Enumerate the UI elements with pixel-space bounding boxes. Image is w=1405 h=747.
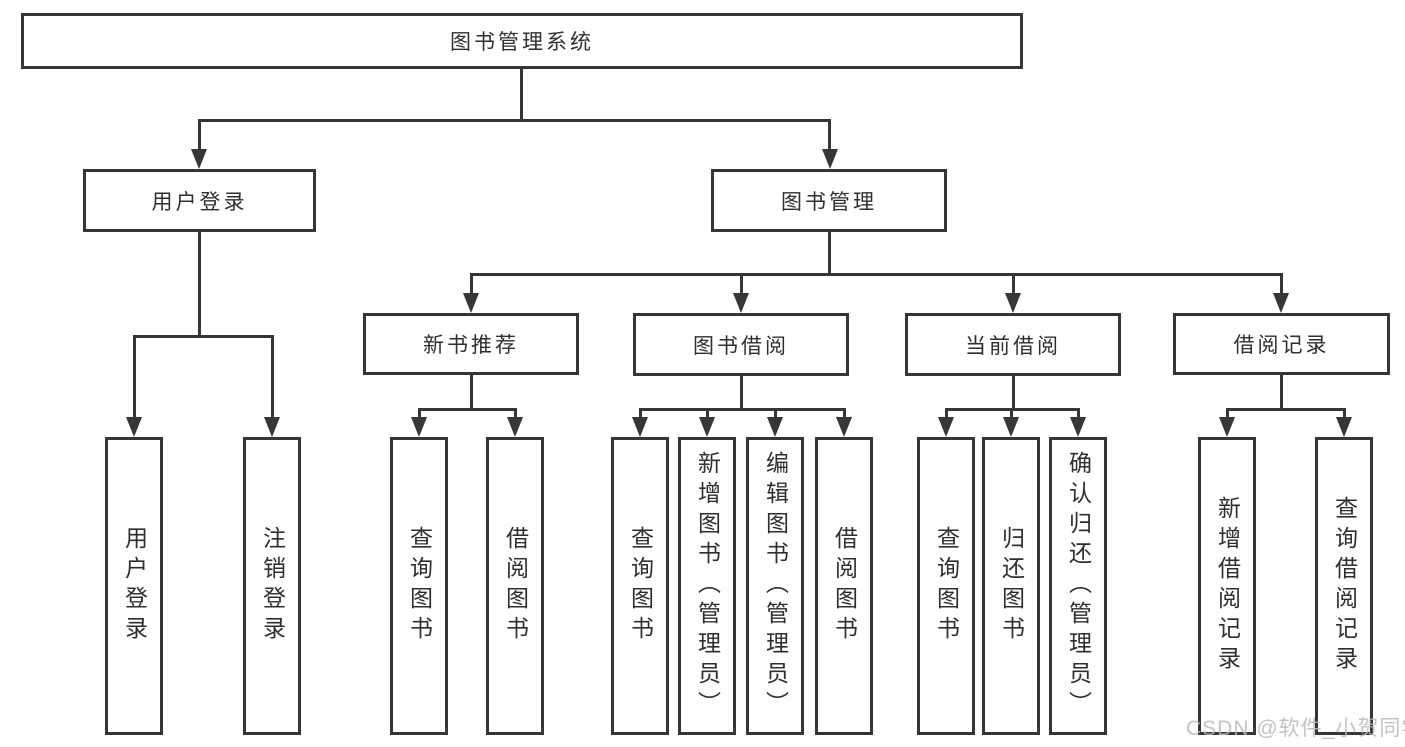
leaf-newbook-query-books: 查询图书 [390,437,448,735]
arrow-down-icon [411,417,427,437]
leaf-newbook-borrow-books: 借阅图书 [486,437,544,735]
arrow-down-icon [699,417,715,437]
connector-line [828,232,831,276]
arrow-down-icon [733,293,749,313]
arrow-down-icon [1005,293,1021,313]
leaf-borrow-query-books: 查询图书 [611,437,669,735]
borrow-records-node-label: 借阅记录 [1233,334,1330,357]
leaf-current-return-books-label: 归还图书 [998,526,1025,646]
connector-line [828,119,831,152]
leaf-current-confirm-return-admin: 确认归还（管理员） [1049,437,1107,735]
leaf-records-add-record: 新增借阅记录 [1198,437,1256,735]
new-book-recommend-node: 新书推荐 [363,313,579,375]
arrow-down-icon [191,149,207,169]
arrow-down-icon [938,417,954,437]
connector-line [1076,408,1080,420]
connector-line [739,273,743,295]
csdn-watermark: CSDN @软件_小贺同学 [1186,717,1405,740]
connector-line [1225,408,1229,420]
connector-line [197,119,831,122]
arrow-down-icon [1003,417,1019,437]
arrow-down-icon [463,293,479,313]
connector-line [638,408,846,411]
leaf-current-confirm-return-admin-label: 确认归还（管理员） [1065,451,1092,721]
book-management-node: 图书管理 [711,169,947,232]
connector-line [1279,375,1283,411]
arrow-down-icon [1219,417,1235,437]
arrow-down-icon [632,417,648,437]
connector-line [417,408,517,411]
leaf-user-login-label: 用户登录 [121,526,148,646]
leaf-newbook-borrow-books-label: 借阅图书 [502,526,529,646]
leaf-borrow-query-books-label: 查询图书 [627,526,654,646]
connector-line [1011,273,1015,295]
current-borrow-node: 当前借阅 [905,313,1121,376]
arrow-down-icon [821,149,838,169]
leaf-logout-label: 注销登录 [259,526,286,646]
connector-line [469,273,473,295]
leaf-borrow-add-books-admin: 新增图书（管理员） [678,437,736,735]
connector-line [705,408,709,420]
arrow-down-icon [836,417,852,437]
connector-line [197,232,201,338]
connector-line [1011,376,1015,411]
current-borrow-node-label: 当前借阅 [965,334,1061,358]
leaf-current-query-books: 查询图书 [917,437,975,735]
leaf-current-return-books: 归还图书 [982,437,1040,735]
new-book-recommend-node-label: 新书推荐 [423,334,519,357]
arrow-down-icon [1273,293,1289,313]
leaf-borrow-borrow-books: 借阅图书 [815,437,873,735]
book-management-node-label: 图书管理 [781,190,877,214]
connector-line [1342,408,1346,420]
leaf-records-add-record-label: 新增借阅记录 [1214,496,1241,676]
borrow-records-node: 借阅记录 [1173,313,1390,375]
book-borrow-node: 图书借阅 [633,313,849,376]
leaf-records-query-record: 查询借阅记录 [1315,437,1373,735]
leaf-borrow-add-books-admin-label: 新增图书（管理员） [694,451,721,721]
connector-line [739,376,743,411]
arrow-down-icon [1336,417,1352,437]
connector-line [469,375,473,411]
connector-line [197,119,201,152]
arrow-down-icon [507,417,523,437]
connector-line [773,408,777,420]
leaf-current-query-books-label: 查询图书 [933,526,960,646]
connector-line [842,408,846,420]
user-login-node-label: 用户登录 [151,190,248,214]
connector-line [132,335,274,338]
book-borrow-node-label: 图书借阅 [693,334,789,358]
leaf-records-query-record-label: 查询借阅记录 [1331,496,1358,676]
leaf-newbook-query-books-label: 查询图书 [406,526,433,646]
connector-line [638,408,642,420]
connector-line [132,335,136,419]
leaf-borrow-edit-books-admin: 编辑图书（管理员） [746,437,804,735]
connector-line [417,408,421,420]
leaf-borrow-edit-books-admin-label: 编辑图书（管理员） [762,451,789,721]
connector-line [1009,408,1013,420]
connector-line [270,335,274,419]
arrow-down-icon [1070,417,1086,437]
connector-line [513,408,517,420]
arrow-down-icon [767,417,783,437]
connector-line [944,408,948,420]
leaf-borrow-borrow-books-label: 借阅图书 [831,526,858,646]
leaf-user-login: 用户登录 [105,437,163,735]
connector-line [469,273,1283,276]
user-login-node: 用户登录 [83,169,316,232]
root-node-library-management-system: 图书管理系统 [21,13,1023,69]
connector-line [1279,273,1283,295]
connector-line [519,69,523,122]
leaf-logout: 注销登录 [243,437,301,735]
arrow-down-icon [264,417,280,437]
root-node-label: 图书管理系统 [450,31,594,54]
arrow-down-icon [126,417,142,437]
connector-line [1225,408,1346,411]
